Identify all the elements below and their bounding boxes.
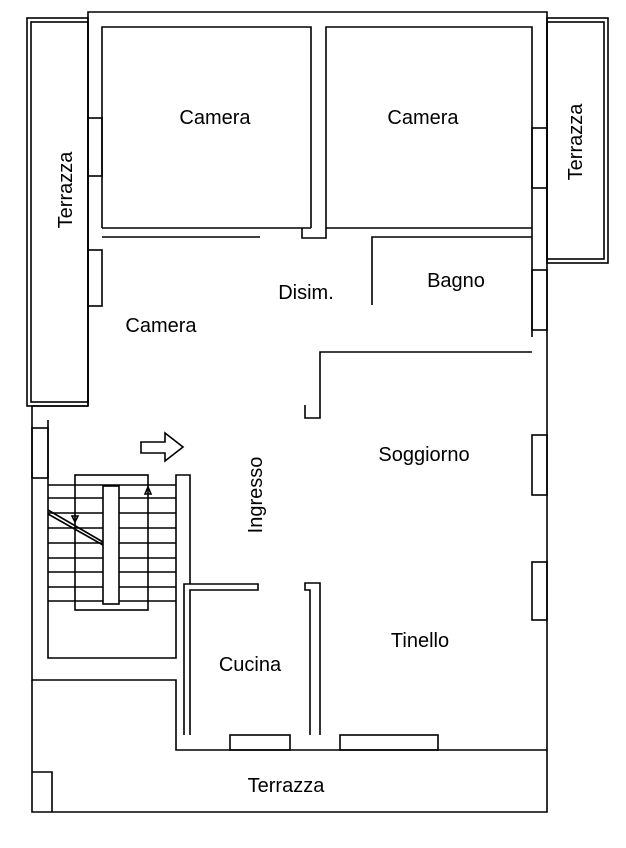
room-label-terrazza-bottom: Terrazza xyxy=(248,775,326,797)
room-label-disimpegno: Disim. xyxy=(278,282,334,304)
staircase xyxy=(47,420,191,659)
bagno-walls xyxy=(371,236,532,305)
room-label-camera-1: Camera xyxy=(179,107,251,129)
entrance-arrow-icon xyxy=(140,431,185,463)
room-label-camera-2: Camera xyxy=(387,107,459,129)
room-label-cucina: Cucina xyxy=(219,654,282,676)
exterior-walls xyxy=(31,11,548,751)
room-label-bagno: Bagno xyxy=(427,270,485,292)
room-label-terrazza-right: Terrazza xyxy=(565,103,587,181)
closet-bits xyxy=(301,228,327,239)
room-label-terrazza-left: Terrazza xyxy=(55,151,77,229)
room-label-camera-3: Camera xyxy=(125,315,197,337)
terrace-bottom xyxy=(31,680,548,813)
tinello-walls xyxy=(304,582,321,735)
room-label-tinello: Tinello xyxy=(391,630,449,652)
room-label-ingresso: Ingresso xyxy=(245,457,267,534)
room-label-soggiorno: Soggiorno xyxy=(378,444,469,466)
windows xyxy=(31,117,548,751)
soggiorno-walls xyxy=(304,351,532,419)
cucina-walls xyxy=(183,583,259,735)
